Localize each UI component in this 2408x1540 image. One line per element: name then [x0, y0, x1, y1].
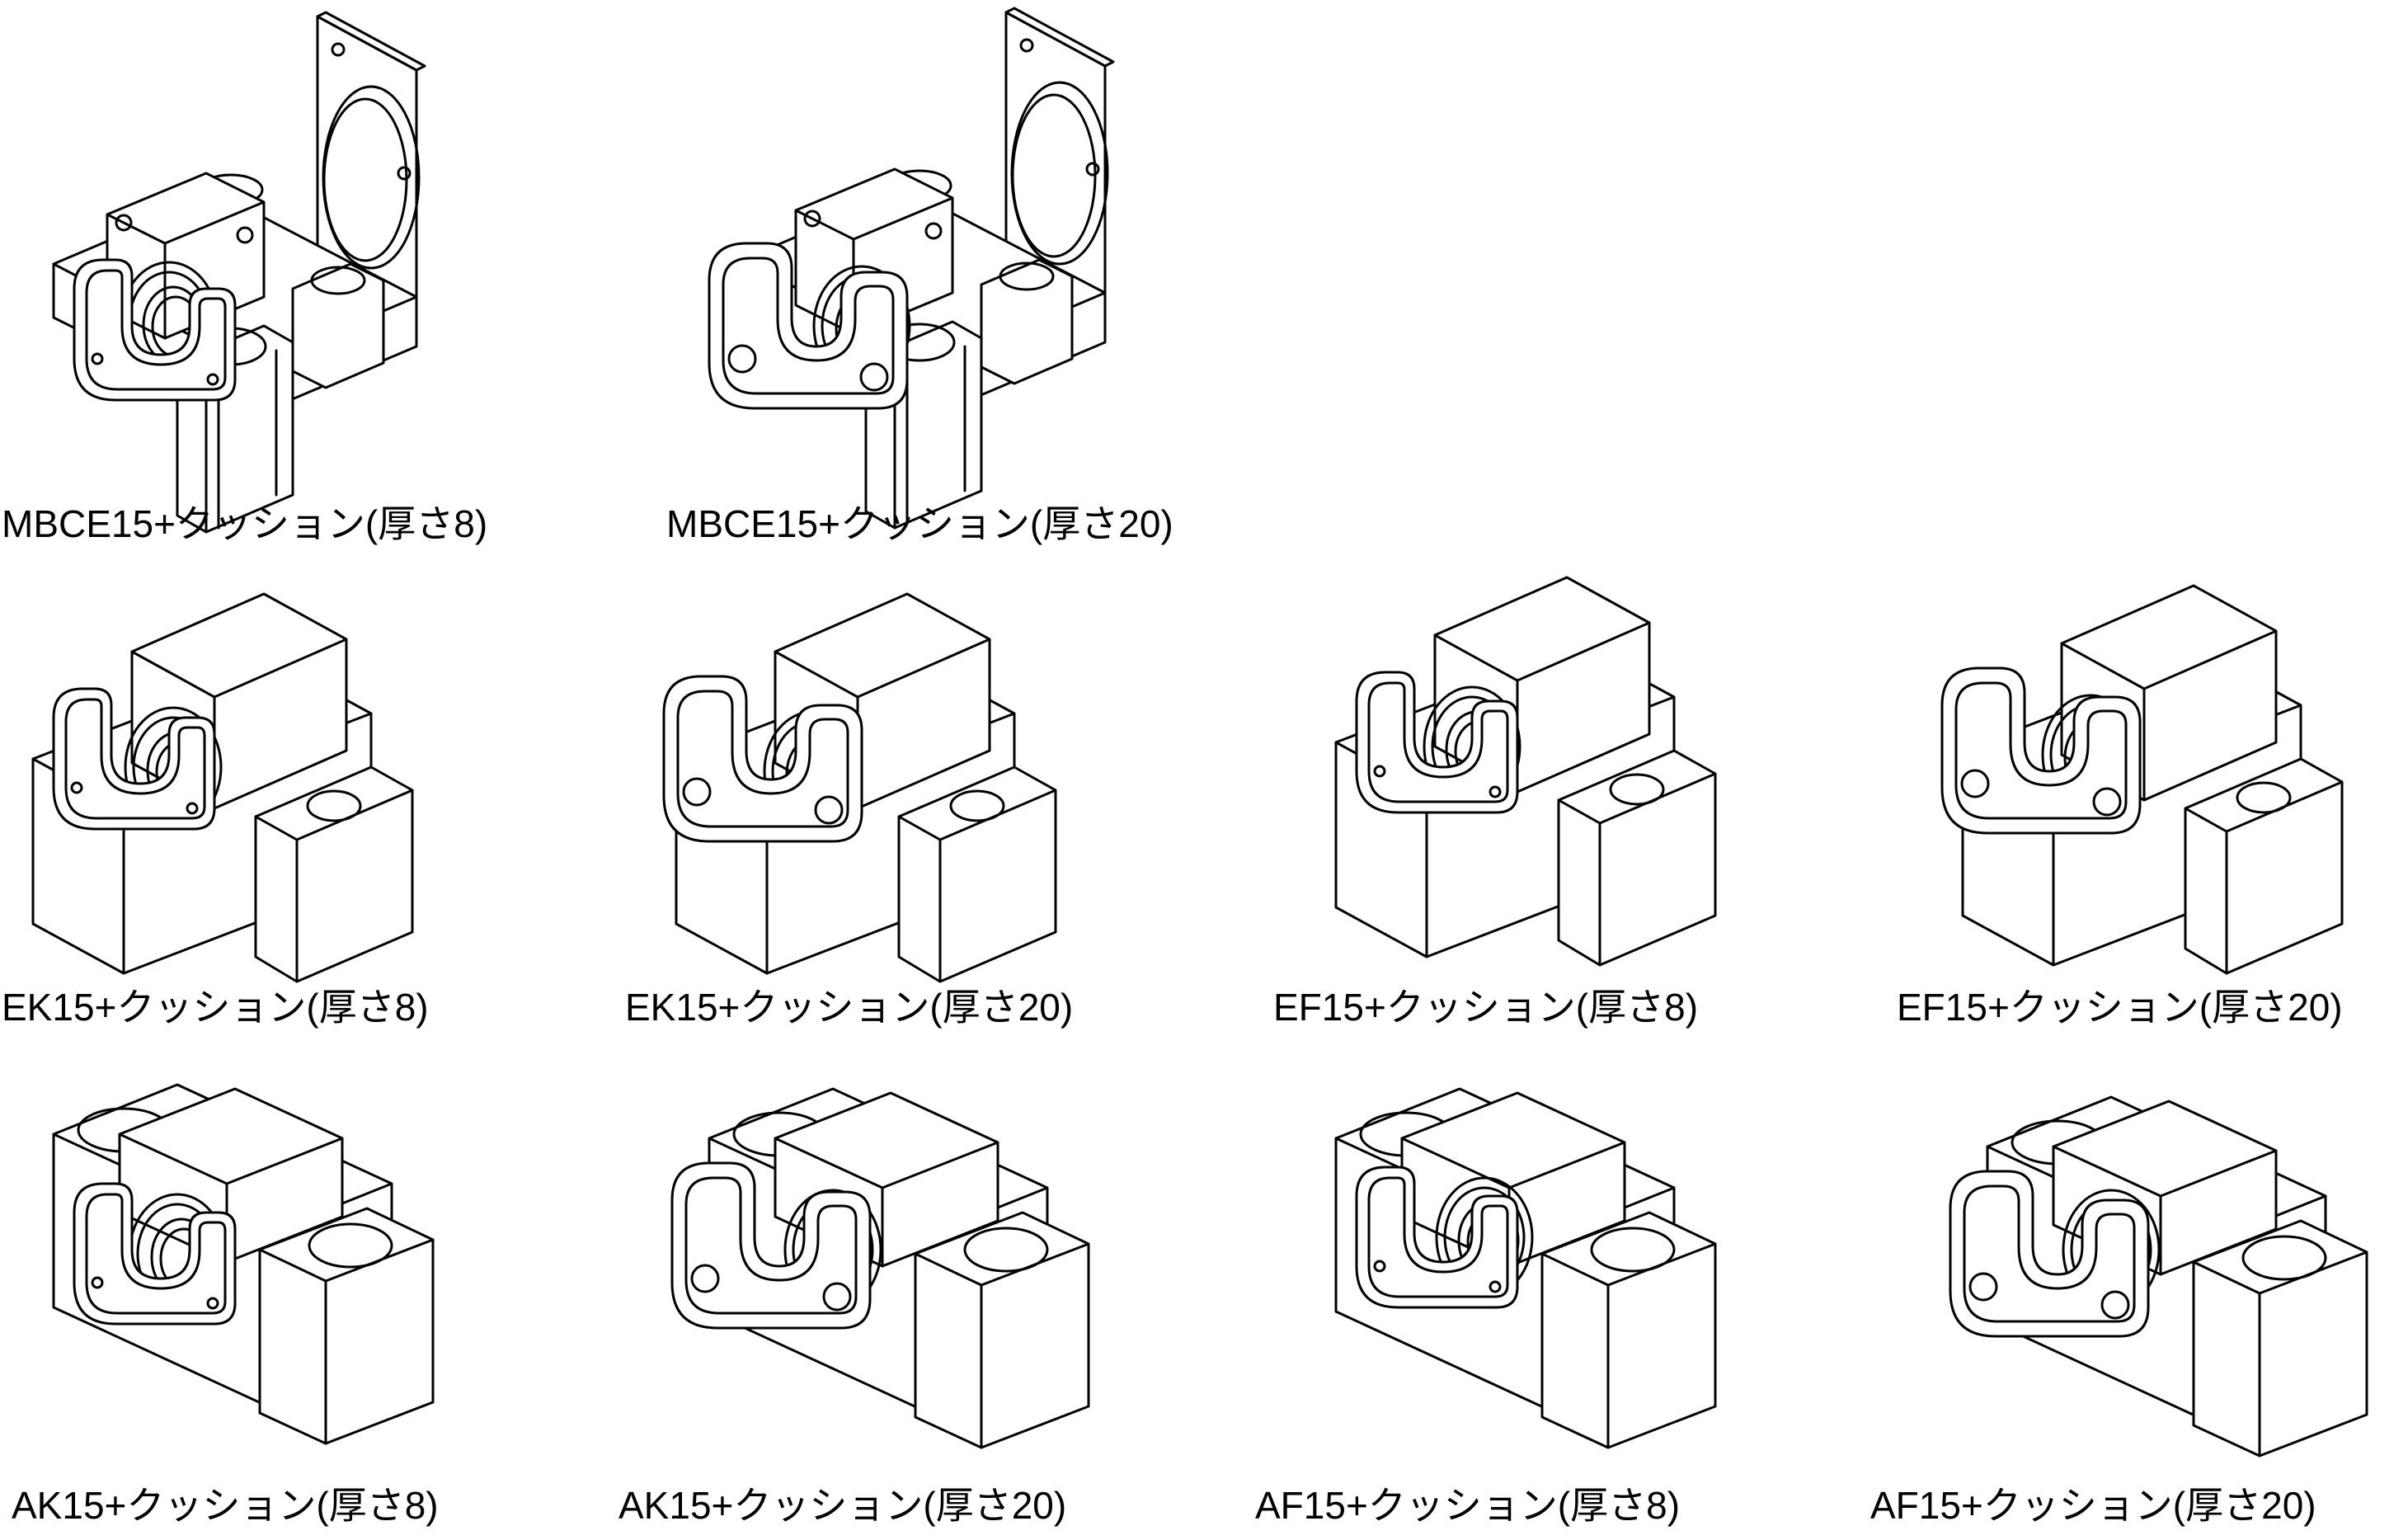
drawing-af15-cushion8	[1334, 1087, 1717, 1449]
label-ek15-cushion20: EK15+クッション(厚さ20)	[625, 986, 1074, 1029]
figure-ak15-cushion8: AK15+クッション(厚さ8)	[0, 1072, 577, 1540]
drawing-ek15-cushion8	[31, 592, 414, 983]
drawing-mbce15-cushion20	[708, 7, 1115, 530]
figure-ef15-cushion8: EF15+クッション(厚さ8)	[1270, 576, 1847, 1039]
label-mbce15-cushion8: MBCE15+クッション(厚さ8)	[2, 502, 488, 545]
drawing-ek15-cushion20	[662, 592, 1057, 983]
drawing-ak15-cushion20	[670, 1087, 1090, 1449]
label-af15-cushion8: AF15+クッション(厚さ8)	[1255, 1484, 1681, 1527]
label-ef15-cushion20: EF15+クッション(厚さ20)	[1897, 986, 2343, 1029]
figure-ek15-cushion8: EK15+クッション(厚さ8)	[0, 577, 577, 1039]
label-mbce15-cushion20: MBCE15+クッション(厚さ20)	[666, 502, 1173, 545]
drawing-af15-cushion20	[1949, 1095, 2368, 1458]
figure-ek15-cushion20: EK15+クッション(厚さ20)	[610, 577, 1188, 1039]
figure-ak15-cushion20: AK15+クッション(厚さ20)	[610, 1072, 1188, 1540]
drawing-ef15-cushion20	[1940, 584, 2344, 975]
figure-mbce15-cushion8: MBCE15+クッション(厚さ8)	[0, 0, 577, 543]
drawing-mbce15-cushion8	[52, 11, 426, 534]
figure-mbce15-cushion20: MBCE15+クッション(厚さ20)	[660, 0, 1286, 543]
label-ak15-cushion8: AK15+クッション(厚さ8)	[12, 1484, 439, 1527]
figure-af15-cushion20: AF15+クッション(厚さ20)	[1855, 1072, 2408, 1540]
figure-ef15-cushion20: EF15+クッション(厚さ20)	[1888, 577, 2408, 1039]
label-ef15-cushion8: EF15+クッション(厚さ8)	[1273, 986, 1699, 1029]
label-af15-cushion20: AF15+クッション(厚さ20)	[1870, 1484, 2316, 1527]
drawing-ak15-cushion8	[52, 1083, 435, 1445]
label-ak15-cushion20: AK15+クッション(厚さ20)	[618, 1484, 1067, 1527]
drawing-ef15-cushion8	[1334, 576, 1717, 967]
figure-af15-cushion8: AF15+クッション(厚さ8)	[1237, 1072, 1831, 1540]
label-ek15-cushion8: EK15+クッション(厚さ8)	[2, 986, 429, 1029]
